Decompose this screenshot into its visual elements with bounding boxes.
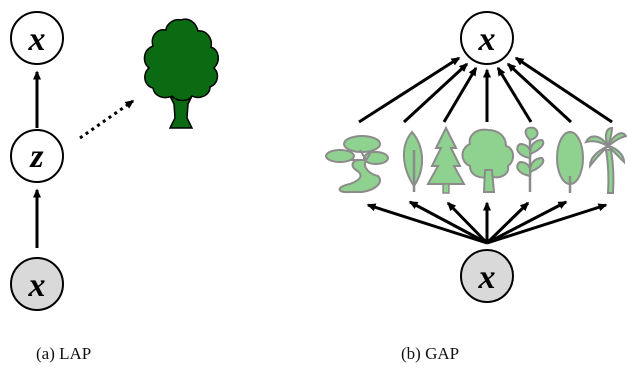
gap-arrow-up-6 — [506, 62, 573, 124]
lap-node-x-top: x — [10, 11, 64, 65]
gap-node-x-bottom: x — [460, 249, 514, 303]
lap-node-x-bottom: x — [10, 257, 64, 311]
gap-arrow-down-5 — [485, 201, 530, 245]
gap-node-x-top-label: x — [478, 21, 496, 58]
sprig-icon — [516, 126, 545, 192]
gap-arrow-up-7 — [514, 56, 613, 124]
lap-panel: x z x (a) LAP — [10, 11, 219, 363]
lap-node-z-label: z — [29, 138, 44, 175]
gap-arrow-down-3 — [446, 201, 489, 245]
lap-node-x-bottom-label: x — [28, 267, 46, 304]
conifer-icon — [426, 125, 466, 194]
gap-lower-arrows — [366, 200, 608, 245]
gap-arrow-down-7 — [486, 203, 608, 245]
gap-arrow-up-2 — [402, 62, 469, 124]
round-tree-icon — [461, 128, 514, 193]
tree-icon — [143, 18, 219, 129]
gap-arrow-up-3 — [442, 66, 478, 123]
gap-upper-arrows — [358, 56, 613, 124]
palm-tree-icon — [584, 126, 627, 194]
gap-panel: x — [325, 11, 627, 363]
gap-arrow-up-5 — [496, 66, 533, 123]
gap-node-x-bottom-label: x — [478, 259, 496, 296]
lap-dotted-arrow-to-tree — [79, 99, 135, 140]
gap-caption: (b) GAP — [401, 344, 459, 363]
gap-icon-row — [325, 125, 627, 194]
bonsai-icon — [325, 135, 389, 194]
gap-node-x-top: x — [460, 11, 514, 65]
gap-arrow-down-6 — [486, 200, 568, 245]
gap-arrow-down-2 — [408, 200, 488, 245]
leaf-icon — [403, 130, 423, 192]
lap-caption: (a) LAP — [36, 344, 91, 363]
gap-arrow-up-1 — [358, 56, 461, 124]
gap-arrow-down-1 — [366, 203, 488, 245]
lap-node-z: z — [10, 129, 64, 183]
lap-node-x-top-label: x — [28, 21, 46, 58]
oval-leaf-icon — [556, 131, 584, 193]
